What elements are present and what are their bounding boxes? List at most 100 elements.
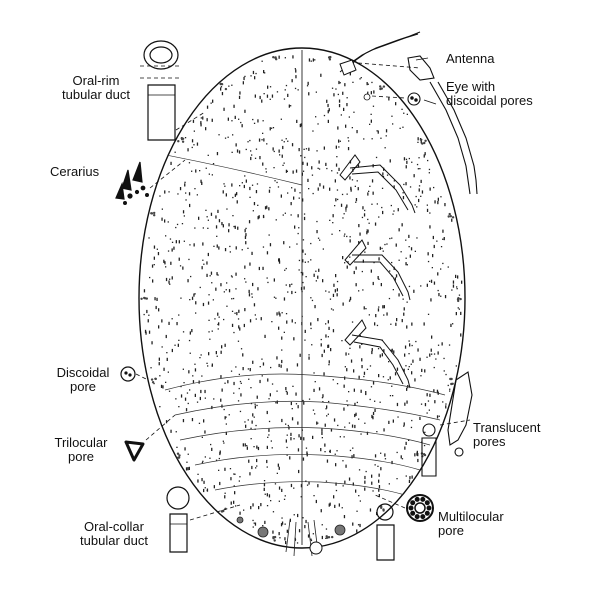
seta bbox=[248, 378, 250, 380]
seta bbox=[420, 403, 423, 405]
seta bbox=[311, 174, 314, 176]
seta bbox=[272, 147, 274, 151]
seta bbox=[346, 265, 348, 269]
seta bbox=[332, 309, 334, 311]
seta bbox=[271, 447, 273, 449]
seta bbox=[189, 299, 191, 301]
seta bbox=[259, 366, 261, 368]
seta bbox=[433, 353, 436, 355]
seta bbox=[406, 387, 408, 391]
seta bbox=[445, 405, 447, 409]
seta bbox=[199, 357, 201, 359]
seta bbox=[395, 102, 397, 106]
seta bbox=[244, 308, 246, 312]
seta bbox=[302, 399, 304, 402]
seta bbox=[239, 380, 242, 383]
seta bbox=[398, 293, 400, 297]
seta bbox=[252, 70, 255, 75]
seta bbox=[225, 423, 227, 425]
seta bbox=[209, 275, 211, 277]
seta bbox=[148, 237, 150, 239]
seta bbox=[242, 81, 244, 85]
seta bbox=[315, 280, 317, 282]
seta bbox=[217, 323, 219, 326]
seta bbox=[405, 239, 407, 241]
seta bbox=[423, 322, 425, 326]
seta bbox=[302, 198, 304, 202]
seta bbox=[308, 92, 310, 96]
seta bbox=[291, 290, 293, 295]
seta bbox=[427, 313, 430, 315]
seta bbox=[308, 188, 310, 190]
seta bbox=[335, 489, 338, 492]
seta bbox=[212, 163, 215, 165]
seta bbox=[429, 353, 431, 357]
seta bbox=[388, 361, 390, 363]
seta bbox=[184, 447, 186, 451]
seta bbox=[378, 216, 380, 218]
seta bbox=[276, 390, 278, 392]
seta bbox=[443, 357, 445, 360]
seta bbox=[375, 314, 377, 318]
seta bbox=[250, 387, 252, 389]
seta bbox=[358, 241, 360, 245]
seta bbox=[159, 195, 161, 197]
seta bbox=[278, 363, 280, 368]
seta bbox=[182, 210, 185, 214]
seta bbox=[229, 245, 231, 248]
seta bbox=[408, 246, 410, 248]
seta bbox=[415, 340, 417, 343]
seta bbox=[392, 289, 394, 291]
seta bbox=[438, 293, 440, 297]
seta bbox=[254, 403, 256, 405]
seta bbox=[219, 481, 221, 486]
seta bbox=[364, 422, 366, 424]
seta bbox=[238, 325, 240, 329]
seta bbox=[322, 248, 324, 250]
seta bbox=[269, 186, 271, 189]
seta bbox=[431, 267, 433, 269]
seta bbox=[264, 334, 266, 338]
seta bbox=[386, 174, 389, 176]
seta bbox=[238, 95, 241, 99]
seta bbox=[398, 228, 400, 232]
seta bbox=[237, 400, 240, 402]
seta bbox=[216, 235, 218, 237]
seta bbox=[376, 130, 378, 132]
seta bbox=[249, 196, 251, 198]
seta bbox=[262, 132, 264, 134]
seta bbox=[228, 223, 230, 227]
seta bbox=[359, 345, 361, 349]
seta bbox=[233, 381, 235, 386]
seta bbox=[256, 395, 258, 399]
seta bbox=[403, 307, 405, 311]
seta bbox=[268, 420, 271, 423]
seta bbox=[390, 204, 392, 207]
seta bbox=[171, 276, 173, 280]
seta bbox=[302, 457, 305, 461]
seta bbox=[266, 410, 268, 415]
seta bbox=[231, 84, 233, 86]
seta bbox=[153, 245, 156, 249]
seta bbox=[257, 119, 259, 123]
seta bbox=[273, 278, 275, 282]
seta bbox=[278, 326, 280, 330]
seta bbox=[256, 404, 258, 407]
seta bbox=[258, 506, 260, 510]
seta bbox=[336, 172, 339, 174]
seta bbox=[447, 266, 449, 268]
seta bbox=[294, 539, 297, 541]
seta bbox=[303, 286, 305, 290]
seta bbox=[349, 239, 351, 243]
discoidal-pore-inset bbox=[120, 366, 149, 382]
seta bbox=[234, 225, 236, 229]
seta bbox=[317, 422, 319, 424]
seta bbox=[308, 481, 310, 485]
seta bbox=[315, 116, 317, 118]
seta bbox=[293, 337, 295, 341]
seta bbox=[413, 174, 415, 178]
seta bbox=[337, 126, 339, 130]
seta bbox=[224, 495, 226, 499]
seta bbox=[383, 305, 385, 309]
seta bbox=[176, 223, 179, 226]
